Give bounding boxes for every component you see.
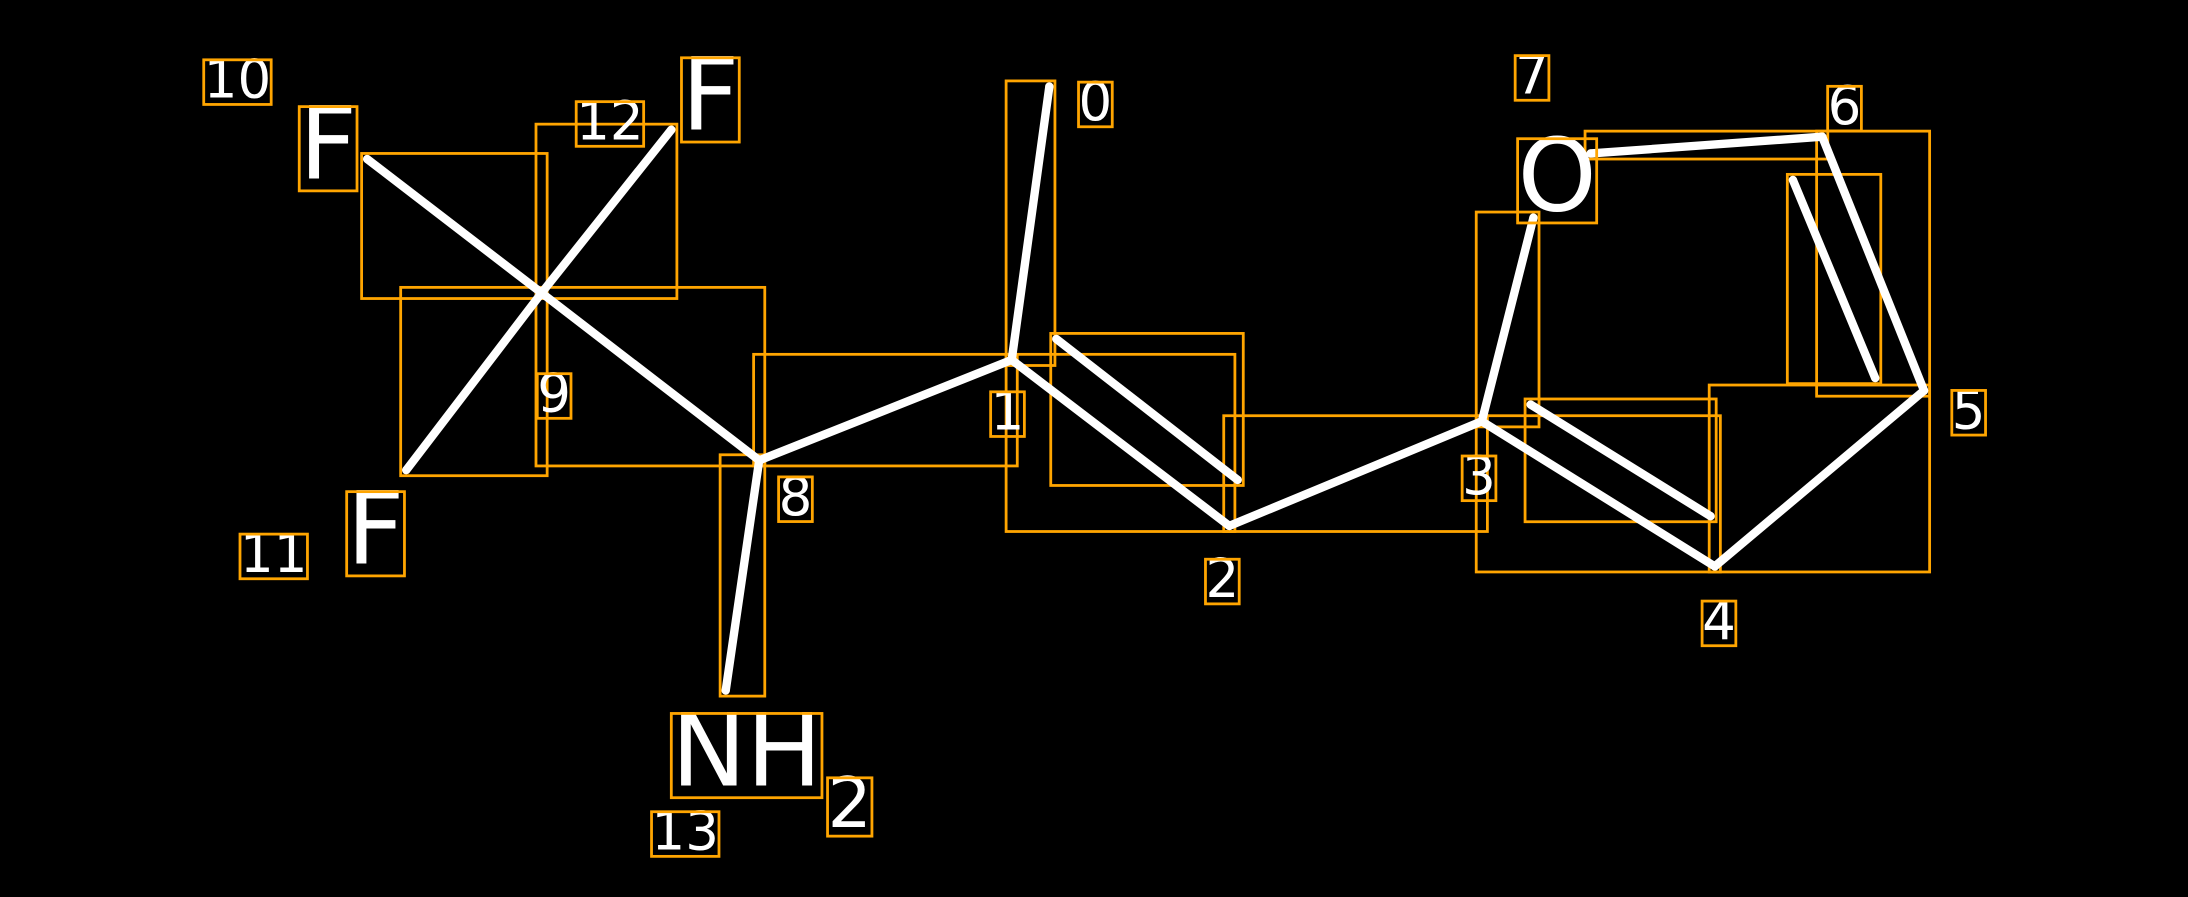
double-bond-line bbox=[1052, 334, 1242, 485]
atom-index-label-box bbox=[238, 532, 309, 581]
atom-index-label-box bbox=[1460, 454, 1498, 503]
atom-index-label: 10 bbox=[204, 49, 271, 111]
atom-label-f-box bbox=[345, 490, 406, 578]
bond-bounding-box bbox=[399, 285, 549, 478]
atom-label-n: NH bbox=[671, 692, 822, 809]
atom-index-label-box bbox=[1513, 54, 1551, 102]
bond-bounding-box bbox=[1474, 414, 1722, 574]
atom-index-label: 6 bbox=[1828, 75, 1862, 137]
bond-bounding-box bbox=[718, 453, 767, 698]
atom-index-label-box bbox=[650, 810, 721, 858]
bond-line bbox=[402, 288, 546, 475]
bond-line bbox=[1477, 417, 1719, 571]
double-bond-line bbox=[1788, 175, 1880, 383]
atom-index-label-box bbox=[1077, 80, 1114, 129]
atom-index-label: 1 bbox=[991, 381, 1025, 443]
bond-bounding-box bbox=[534, 122, 679, 300]
atom-index-label: 3 bbox=[1462, 445, 1496, 507]
atom-label-f: F bbox=[347, 471, 405, 588]
atom-index-label-box bbox=[989, 390, 1026, 438]
atom-label-o-box bbox=[1516, 137, 1599, 225]
bond-bounding-box bbox=[1474, 210, 1541, 429]
atom-index-label: 9 bbox=[537, 363, 571, 425]
bond-line bbox=[1225, 417, 1487, 531]
atom-index-label: 2 bbox=[1205, 548, 1239, 610]
bond-bounding-box bbox=[360, 152, 549, 300]
bond-line bbox=[537, 288, 764, 465]
atom-label-f-box bbox=[680, 56, 741, 144]
atom-index-label: 11 bbox=[240, 523, 307, 585]
bond-line bbox=[1007, 82, 1054, 365]
atom-index-label: 13 bbox=[652, 801, 719, 863]
bond-line bbox=[363, 154, 546, 298]
atom-index-label-box bbox=[1826, 84, 1863, 133]
double-bond-line bbox=[1526, 400, 1715, 521]
atom-index-label: 12 bbox=[576, 91, 643, 153]
bond-line bbox=[1818, 132, 1929, 395]
bond-bounding-box bbox=[752, 352, 1019, 468]
atom-label-f-box bbox=[297, 105, 359, 193]
bond-bounding-box bbox=[1004, 352, 1237, 533]
atom-index-label: 0 bbox=[1079, 71, 1113, 133]
atom-label-f: F bbox=[681, 37, 739, 154]
atom-index-label-box bbox=[777, 475, 814, 523]
bond-bounding-box bbox=[1049, 332, 1245, 487]
bond-line bbox=[1007, 355, 1234, 531]
bond-bounding-box bbox=[1815, 129, 1932, 398]
atom-index-label: 4 bbox=[1702, 590, 1736, 652]
bond-line bbox=[1586, 132, 1827, 158]
bond-line bbox=[1477, 213, 1538, 426]
atom-index-label-box bbox=[535, 372, 573, 420]
bond-line bbox=[537, 125, 676, 298]
bond-line bbox=[721, 456, 764, 695]
atom-index-label-box bbox=[1700, 599, 1738, 648]
atom-index-label-box bbox=[1950, 389, 1987, 437]
atom-index-label: 7 bbox=[1515, 44, 1549, 106]
atom-label-n-box bbox=[669, 712, 824, 800]
atom-label-subscript-box bbox=[826, 776, 874, 838]
atom-label-f: F bbox=[299, 86, 357, 203]
atom-label-o: O bbox=[1518, 118, 1597, 235]
bond-line bbox=[1710, 386, 1929, 571]
bond-bounding-box bbox=[1004, 79, 1057, 367]
atom-label-subscript: 2 bbox=[828, 763, 872, 844]
atom-index-label-box bbox=[574, 100, 646, 148]
atom-index-label: 8 bbox=[779, 466, 813, 528]
atom-index-label-box bbox=[202, 58, 273, 106]
atom-index-label-box bbox=[1204, 557, 1241, 606]
bond-bounding-box bbox=[1523, 397, 1718, 524]
bond-line bbox=[755, 355, 1016, 465]
atom-index-label: 5 bbox=[1952, 379, 1986, 441]
